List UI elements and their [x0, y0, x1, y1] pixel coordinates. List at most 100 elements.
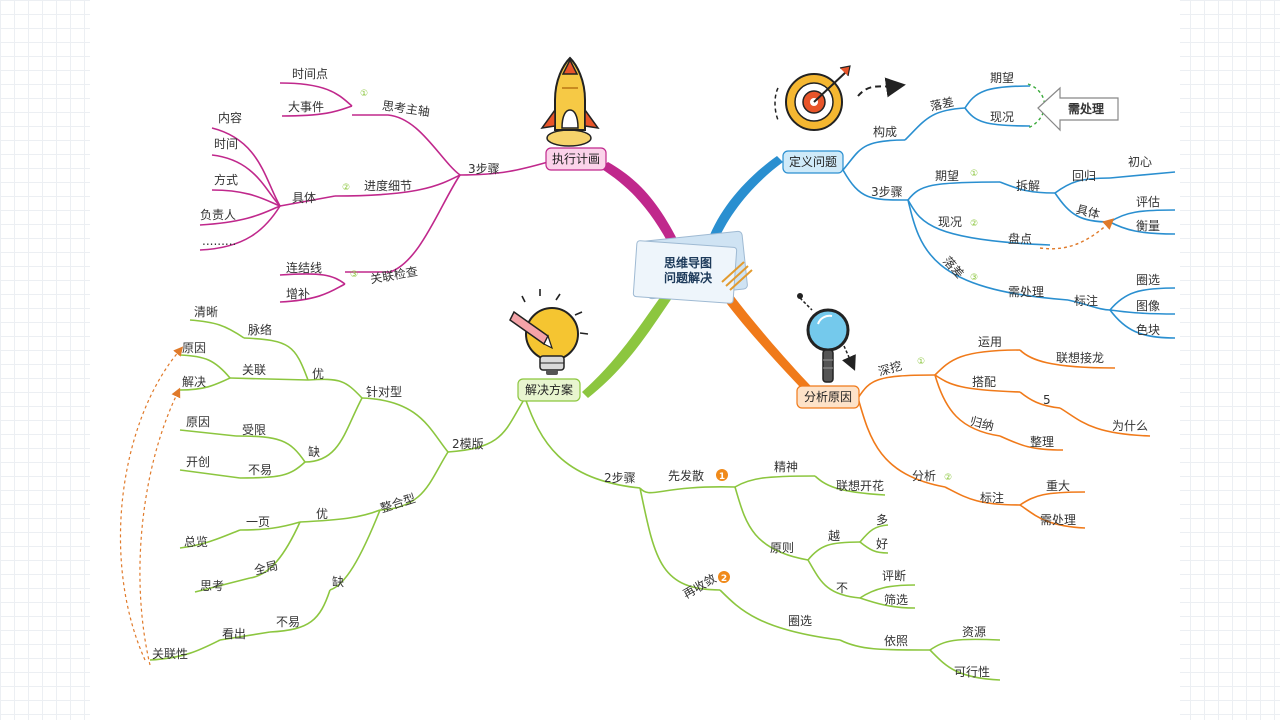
svg-text:不易: 不易	[248, 463, 272, 477]
analyze-branch	[857, 349, 1151, 529]
svg-text:2模版: 2模版	[452, 437, 484, 451]
magnifier-icon	[797, 293, 856, 383]
main-branches	[582, 156, 822, 404]
svg-text:具体: 具体	[292, 191, 316, 205]
svg-text:3步骤: 3步骤	[871, 185, 903, 199]
svg-text:负责人: 负责人	[200, 208, 236, 222]
svg-text:增补: 增补	[286, 287, 310, 301]
svg-text:解决: 解决	[182, 375, 206, 389]
svg-text:时间点: 时间点	[292, 67, 328, 81]
svg-text:依照: 依照	[884, 633, 908, 648]
svg-text:③: ③	[350, 270, 358, 280]
svg-text:先发散: 先发散	[668, 468, 704, 483]
svg-text:③: ③	[970, 273, 978, 283]
svg-text:开创: 开创	[186, 455, 210, 469]
svg-text:原则: 原则	[770, 541, 794, 555]
svg-text:落差: 落差	[940, 254, 966, 281]
svg-text:关联: 关联	[242, 363, 266, 377]
svg-text:.........: .........	[202, 234, 236, 248]
node-plan[interactable]: 执行计画	[545, 147, 607, 171]
svg-text:联想开花: 联想开花	[836, 478, 884, 493]
node-define[interactable]: 定义问题	[782, 150, 844, 174]
svg-text:好: 好	[876, 537, 888, 551]
svg-text:评估: 评估	[1136, 195, 1160, 209]
svg-text:脉络: 脉络	[248, 322, 272, 337]
svg-text:看出: 看出	[222, 627, 246, 641]
svg-text:衡量: 衡量	[1136, 219, 1160, 233]
svg-text:具体: 具体	[1075, 202, 1102, 221]
svg-text:圈选: 圈选	[788, 614, 812, 628]
plan-check: 关联检查	[369, 263, 419, 286]
svg-text:落差: 落差	[929, 95, 955, 114]
svg-text:期望: 期望	[935, 169, 959, 183]
svg-text:整理: 整理	[1030, 434, 1054, 449]
analyze-labels: 深挖 ① 运用 联想接龙 搭配 5 为什么 归纳 整理 分析 ② 标注 重大 需…	[876, 335, 1148, 527]
svg-text:一页: 一页	[246, 515, 270, 529]
svg-text:联想接龙: 联想接龙	[1056, 350, 1104, 365]
lightbulb-icon	[509, 289, 589, 375]
svg-text:缺: 缺	[308, 444, 320, 459]
svg-text:现况: 现况	[938, 215, 962, 229]
node-analyze[interactable]: 分析原因	[796, 385, 860, 409]
svg-text:原因: 原因	[186, 415, 210, 429]
svg-text:圈选: 圈选	[1136, 273, 1160, 287]
todo-callout[interactable]: 需处理	[1037, 86, 1119, 132]
svg-text:5: 5	[1043, 393, 1051, 407]
svg-text:盘点: 盘点	[1008, 231, 1032, 246]
svg-text:原因: 原因	[182, 341, 206, 355]
node-solution[interactable]: 解决方案	[517, 378, 581, 402]
svg-text:②: ②	[944, 473, 952, 483]
plan-axis: 思考主轴	[381, 98, 431, 120]
svg-text:越: 越	[828, 529, 840, 543]
relevance-link-1	[119, 346, 184, 661]
svg-text:现况: 现况	[990, 110, 1014, 124]
svg-text:全局: 全局	[252, 557, 279, 577]
svg-text:解决方案: 解决方案	[525, 382, 573, 397]
svg-text:①: ①	[970, 169, 978, 179]
svg-text:②: ②	[970, 219, 978, 229]
svg-text:搭配: 搭配	[972, 375, 996, 389]
svg-text:运用: 运用	[978, 335, 1002, 349]
svg-text:标注: 标注	[1074, 293, 1098, 308]
svg-text:思考: 思考	[200, 579, 224, 593]
center-title-line2: 问题解决	[664, 270, 713, 285]
svg-text:分析: 分析	[912, 469, 936, 483]
define-branch	[842, 85, 1176, 339]
svg-text:不易: 不易	[276, 615, 300, 629]
center-node[interactable]: 思维导图 问题解决	[632, 230, 753, 304]
svg-text:1: 1	[719, 472, 725, 482]
svg-text:清晰: 清晰	[194, 305, 218, 319]
svg-text:优: 优	[312, 367, 324, 381]
svg-text:①: ①	[917, 357, 925, 367]
svg-text:总览: 总览	[184, 534, 208, 549]
svg-text:2步骤: 2步骤	[604, 471, 636, 485]
plan-branch	[199, 82, 549, 303]
solution-branch	[149, 319, 1001, 681]
svg-text:可行性: 可行性	[954, 665, 990, 679]
svg-text:关联性: 关联性	[152, 647, 188, 661]
svg-text:分析原因: 分析原因	[804, 390, 852, 404]
svg-text:优: 优	[316, 507, 328, 521]
center-title-line1: 思维导图	[664, 255, 712, 270]
target-icon	[774, 65, 906, 131]
svg-text:内容: 内容	[218, 110, 242, 125]
relevance-link-2	[139, 387, 181, 666]
svg-text:拆解: 拆解	[1016, 178, 1040, 193]
svg-text:筛选: 筛选	[884, 592, 908, 607]
svg-text:①: ①	[360, 89, 368, 99]
svg-text:不: 不	[836, 581, 848, 595]
svg-text:受限: 受限	[242, 423, 266, 437]
svg-text:大事件: 大事件	[288, 100, 324, 114]
svg-text:缺: 缺	[332, 574, 344, 589]
svg-text:连结线: 连结线	[286, 260, 322, 275]
svg-text:需处理: 需处理	[1068, 101, 1104, 116]
svg-text:执行计画: 执行计画	[552, 152, 600, 166]
svg-text:标注: 标注	[980, 490, 1004, 505]
svg-text:评断: 评断	[882, 568, 906, 583]
svg-text:期望: 期望	[990, 71, 1014, 85]
svg-text:重大: 重大	[1046, 479, 1070, 493]
svg-text:构成: 构成	[873, 124, 897, 139]
rocket-icon	[540, 56, 600, 147]
mindmap-paper	[90, 0, 1180, 720]
